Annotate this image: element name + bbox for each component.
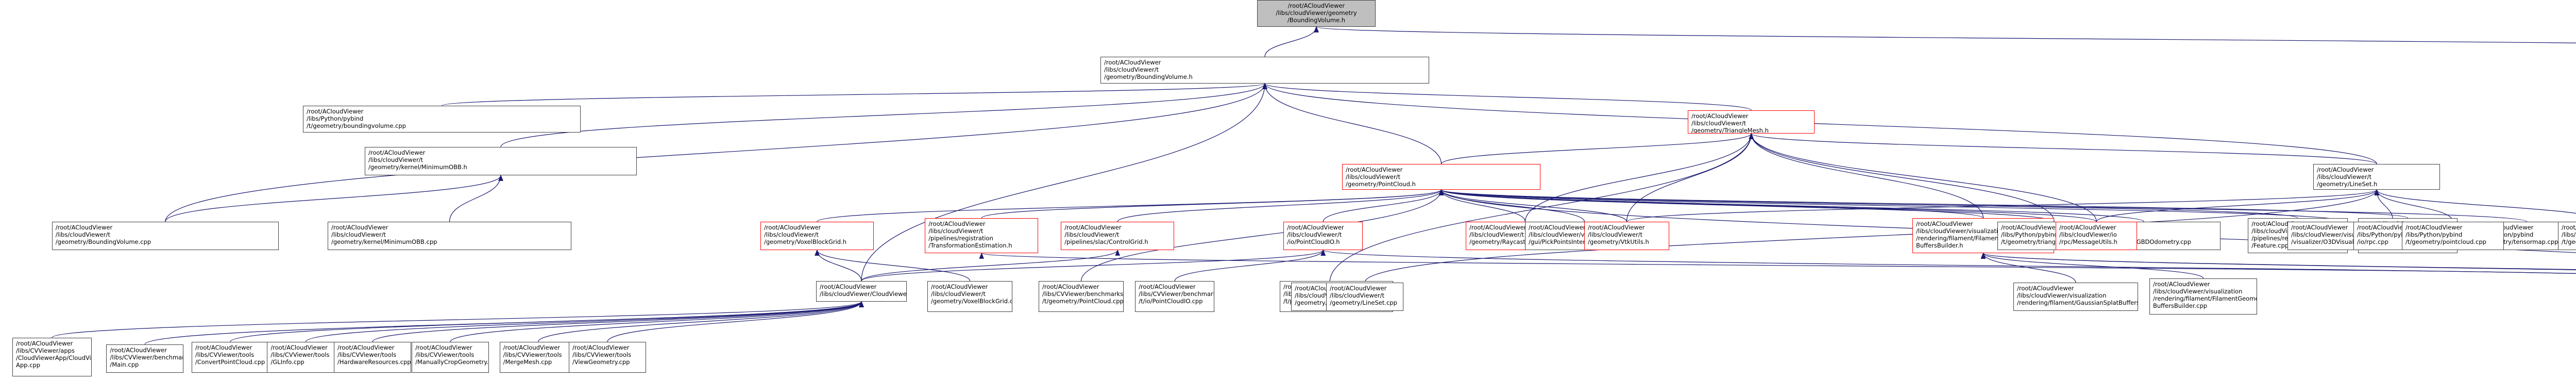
edge-tbv-to-root [1264,26,1319,57]
edge-msg-to-trimesh [1749,133,2097,222]
edge-cvh-to-tbv [861,83,1267,282]
edge-pypc-to-lineset [2374,189,2453,222]
graph-node-vtk[interactable]: /root/ACloudViewer /libs/cloudViewer/t /… [1584,222,1669,250]
edge-rcs-to-pc [1438,189,1526,222]
edge-hw-to-cvh [372,301,864,342]
graph-node-bpc[interactable]: /root/ACloudViewer /libs/CVViewer/benchm… [1039,281,1124,312]
edge-tmap-to-pc [1439,189,2528,222]
graph-node-cvh[interactable]: /root/ACloudViewer /libs/cloudViewer/Clo… [816,281,907,302]
graph-node-glinfo[interactable]: /root/ACloudViewer /libs/CVViewer/tools … [267,342,345,373]
graph-node-bmain[interactable]: /root/ACloudViewer /libs/CVViewer/benchm… [106,344,184,373]
edge-app-to-cvh [52,301,864,338]
edge-pc-to-tbv [1262,83,1442,164]
graph-node-pybv[interactable]: /root/ACloudViewer /libs/Python/pybind /… [303,106,581,133]
edge-merge-to-cvh [538,301,864,342]
edge-viewg-to-cvh [607,301,864,342]
edge-vtk-to-trimesh [1626,133,1754,222]
graph-node-cg[interactable]: /root/ACloudViewer /libs/cloudViewer/t /… [1061,222,1175,250]
edge-lineset-to-tbv [1262,83,2377,164]
edge-tbvcpp-to-mobbh [165,174,503,222]
edge-pc-to-trimesh [1440,133,1754,164]
graph-node-te[interactable]: /root/ACloudViewer /libs/cloudViewer/t /… [925,218,1039,253]
graph-node-vbgcpp[interactable]: /root/ACloudViewer /libs/cloudViewer/t /… [927,281,1012,312]
graph-node-merge[interactable]: /root/ACloudViewer /libs/CVViewer/tools … [499,342,577,373]
edge-mobbcpp-to-mobbh [449,174,503,222]
edge-glinfo-to-cvh [305,301,864,342]
edge-reg-to-pc [1439,189,2409,219]
graph-node-vbgh[interactable]: /root/ACloudViewer /libs/cloudViewer/t /… [760,222,874,250]
graph-node-hw[interactable]: /root/ACloudViewer /libs/CVViewer/tools … [334,342,411,373]
edge-gui-to-root [1314,26,2576,43]
edge-gsbuf-to-fgbbh [1980,252,2076,283]
edge-pcbuf-to-fgbbh [1981,252,2576,270]
edge-vbgcpp-to-vbgh [815,249,971,282]
edge-pyls-to-lineset [2374,189,2576,214]
edge-pcio-to-pc [1323,189,1444,222]
edge-fgbbcpp-to-fgbbh [1980,252,2204,279]
edge-crop-to-cvh [450,301,864,342]
edge-o3dv-to-pc [1439,189,2345,222]
graph-node-root: /root/ACloudViewer /libs/cloudViewer/geo… [1257,0,1376,27]
graph-node-msg[interactable]: /root/ACloudViewer /libs/cloudViewer/io … [2056,222,2138,250]
edge-fgbbh-to-trimesh [1749,133,1984,219]
edge-lscpp-to-lineset [1364,189,2379,283]
graph-node-pyls[interactable]: /root/ACloudViewer /libs/Python/pybind /… [2558,222,2576,250]
graph-node-lscpp[interactable]: /root/ACloudViewer /libs/cloudViewer/t /… [1326,283,1403,311]
graph-node-tbv[interactable]: /root/ACloudViewer /libs/cloudViewer/t /… [1100,57,1429,84]
edge-tmcpp-to-trimesh [1329,133,1754,283]
graph-node-mobbcpp[interactable]: /root/ACloudViewer /libs/cloudViewer/t /… [328,222,571,250]
edge-msg-to-pc [1439,189,2097,222]
graph-node-mobbh[interactable]: /root/ACloudViewer /libs/cloudViewer/t /… [365,147,637,175]
edge-mobbh-to-tbv [500,83,1267,147]
graph-node-pypc[interactable]: /root/ACloudViewer /libs/Python/pybind /… [2402,222,2504,250]
graph-node-pc[interactable]: /root/ACloudViewer /libs/cloudViewer/t /… [1342,164,1540,190]
edge-rcs-to-trimesh [1524,133,1754,222]
edge-lineset-to-trimesh [1749,133,2377,164]
graph-node-gsbuf[interactable]: /root/ACloudViewer /libs/cloudViewer/vis… [2013,283,2138,311]
graph-node-crop[interactable]: /root/ACloudViewer /libs/CVViewer/tools … [412,342,489,373]
graph-node-fgbbcpp[interactable]: /root/ACloudViewer /libs/cloudViewer/vis… [2149,278,2257,315]
edge-trimesh-to-tbv [1262,83,1752,111]
graph-node-conv[interactable]: /root/ACloudViewer /libs/CVViewer/tools … [192,342,269,373]
edge-cg-to-pc [1117,189,1444,222]
edge-classio-to-pcio [1321,249,2576,274]
graph-node-pcio[interactable]: /root/ACloudViewer /libs/cloudViewer/t /… [1283,222,1363,250]
edge-vtk-to-pc [1438,189,1628,222]
graph-node-bpcio[interactable]: /root/ACloudViewer /libs/CVViewer/benchm… [1135,281,1215,312]
edge-cvh-to-pcio [861,249,1326,282]
graph-node-viewg[interactable]: /root/ACloudViewer /libs/CVViewer/tools … [569,342,646,373]
graph-node-tbvcpp[interactable]: /root/ACloudViewer /libs/cloudViewer/t /… [52,222,279,250]
edge-tbvcpp-to-tbv [165,83,1267,222]
edge-fgbbh-to-pc [1439,189,1984,219]
graph-node-lineset[interactable]: /root/ACloudViewer /libs/cloudViewer/t /… [2313,164,2441,190]
graph-node-trimesh[interactable]: /root/ACloudViewer /libs/cloudViewer/t /… [1688,110,1815,134]
edge-cvh-to-vbgh [815,249,862,282]
edge-vtk-to-lineset [1626,189,2379,222]
edge-conv-to-cvh [230,301,864,342]
edge-pybv-to-tbv [441,83,1267,106]
edge-bpc-to-pc [1080,189,1444,282]
edge-cvh-to-cg [861,249,1120,282]
edge-te-to-pc [981,189,1444,219]
edge-msg-to-lineset [2096,189,2379,222]
edge-bpcio-to-pcio [1174,249,1326,282]
graph-node-app[interactable]: /root/ACloudViewer /libs/CVViewer/apps /… [12,338,92,376]
